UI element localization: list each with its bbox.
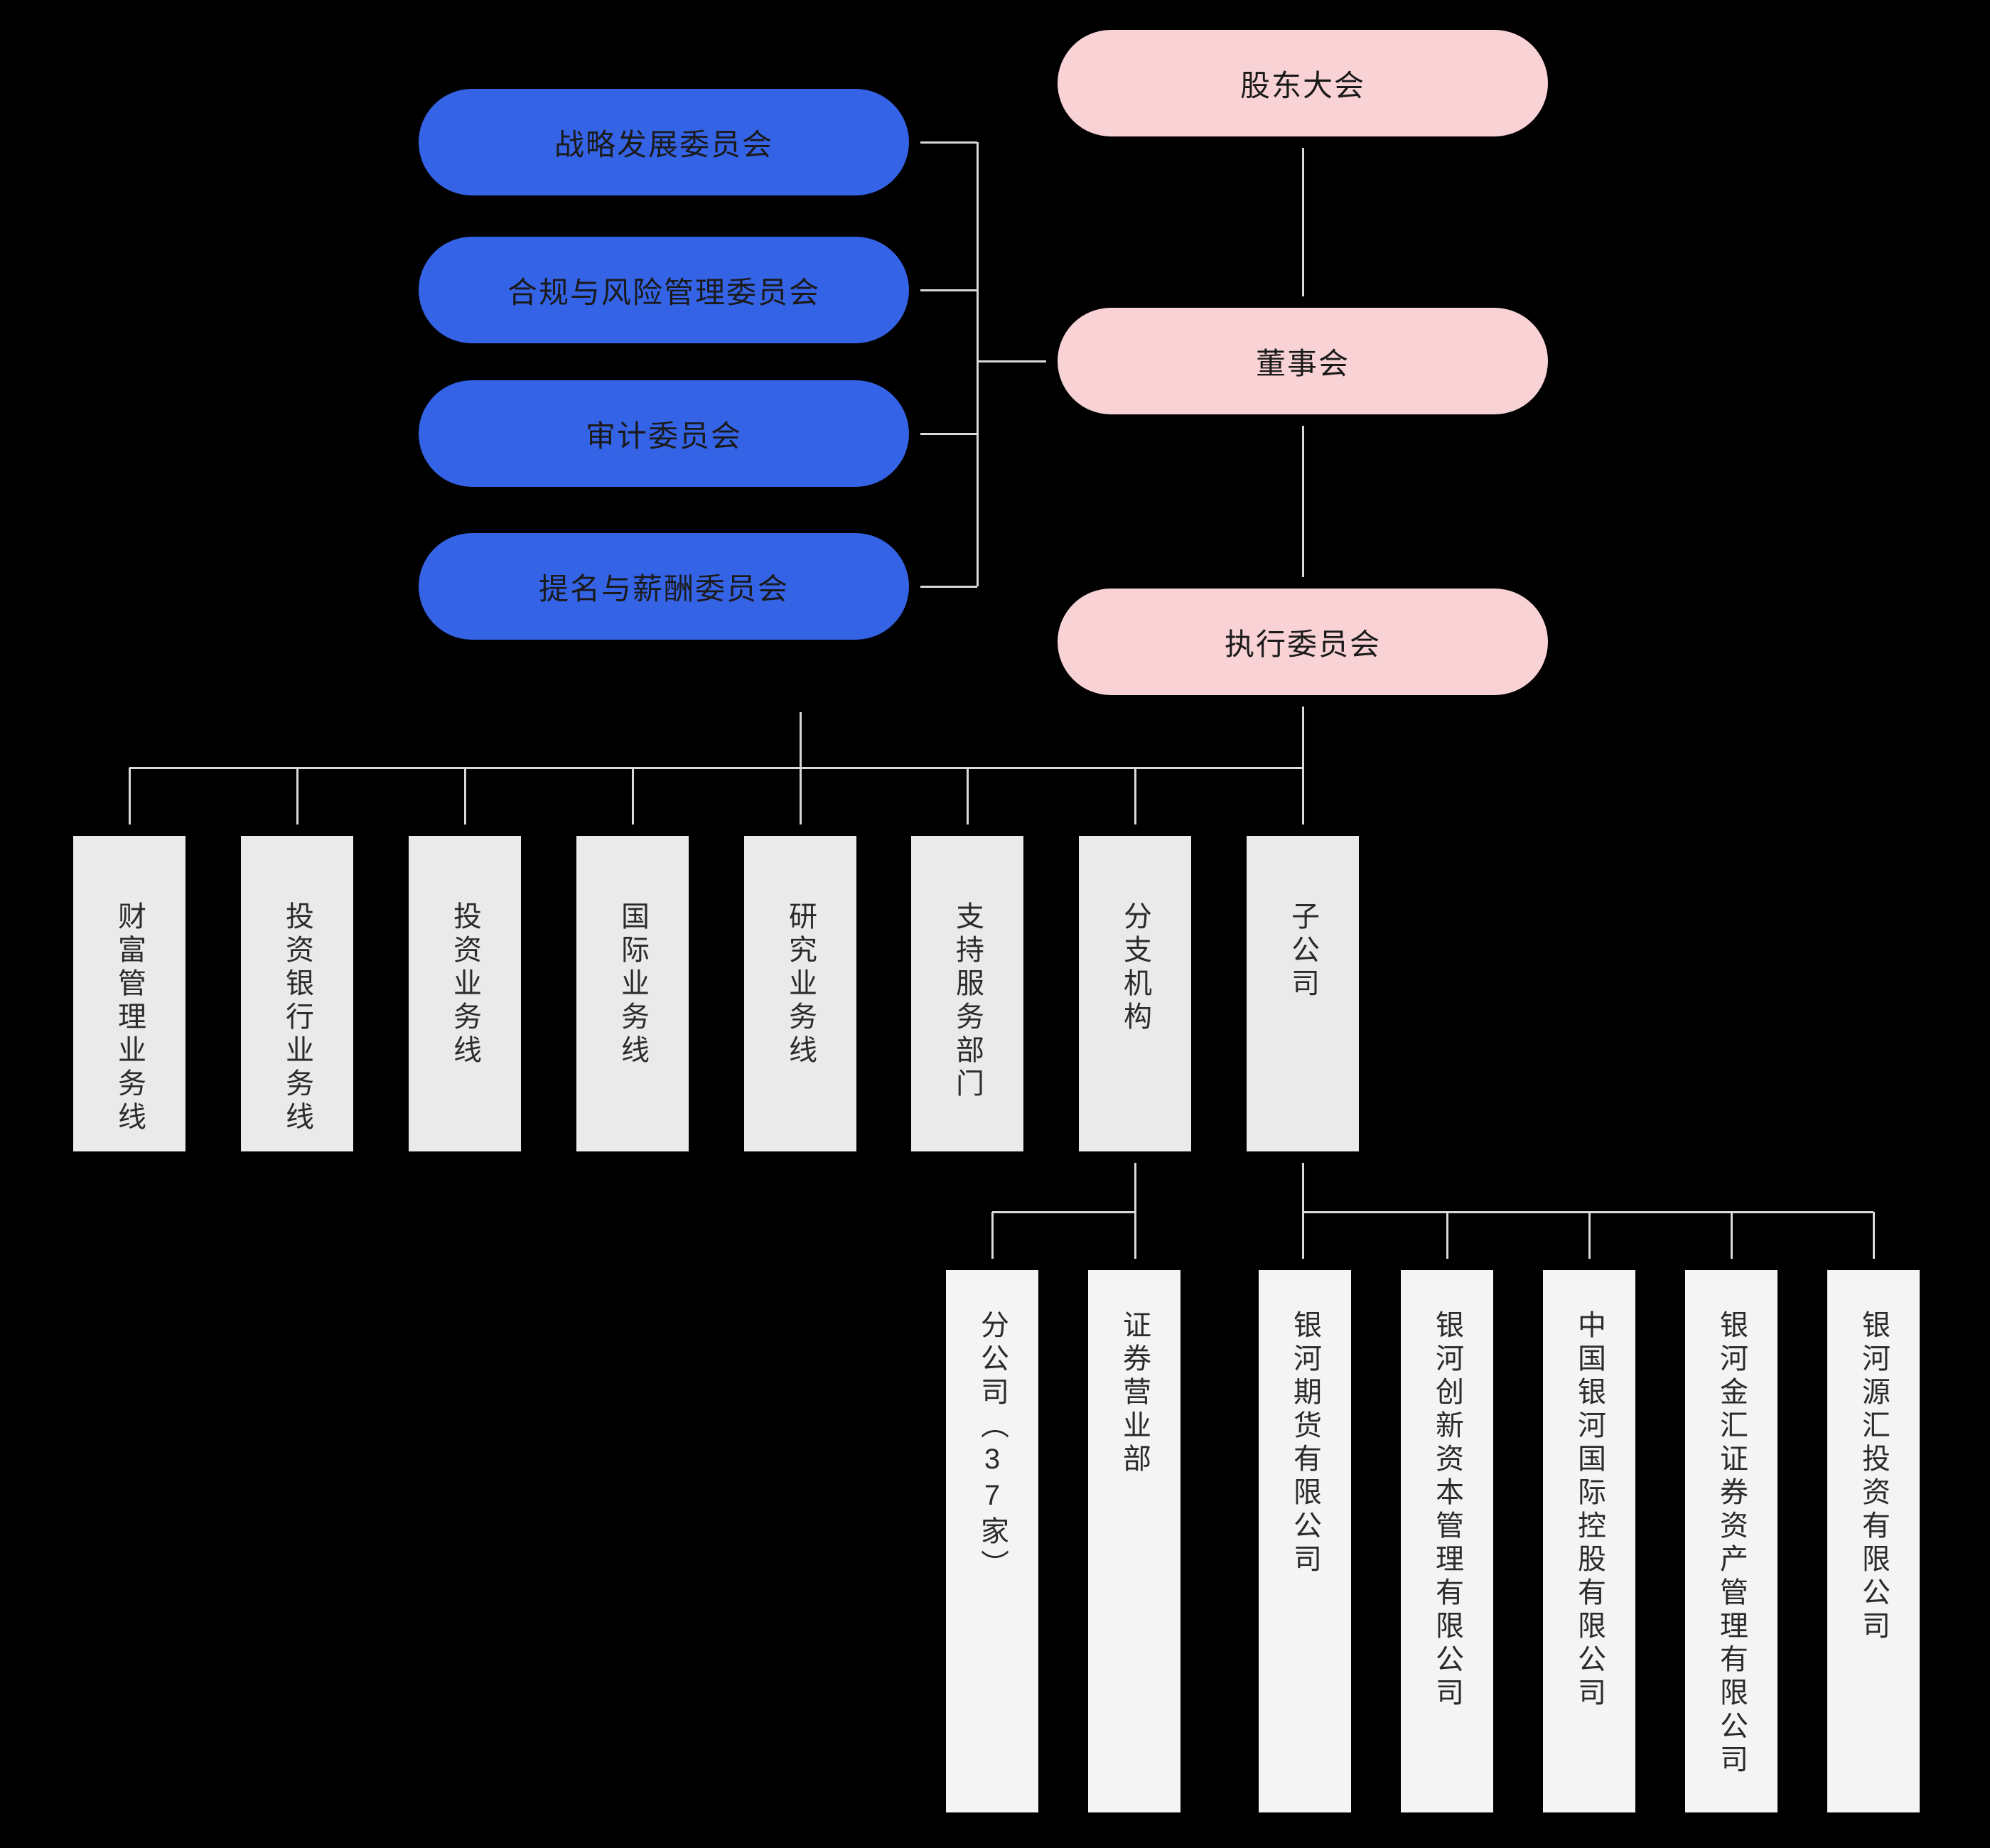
node-label: 战略发展委员会 — [554, 127, 773, 161]
node-label: 银河源汇投资有限公司 — [1858, 1310, 1889, 1644]
connector-spine-to-board — [977, 360, 1046, 362]
node-audit-committee[interactable]: 审计委员会 — [419, 380, 909, 487]
connector-drop-branches — [1134, 768, 1136, 824]
connector-drop-branch-offices — [991, 1212, 994, 1259]
connector-drop-innovation-capital — [1446, 1212, 1448, 1259]
connector-drop-international — [632, 768, 634, 824]
node-label: 董事会 — [1255, 346, 1350, 380]
node-securities-sales-department[interactable]: 证券营业部 — [1088, 1270, 1180, 1812]
connector-shareholders-to-board — [1302, 148, 1304, 296]
node-label: 提名与薪酬委员会 — [538, 571, 789, 606]
node-china-galaxy-international-holdings[interactable]: 中国银河国际控股有限公司 — [1543, 1270, 1635, 1812]
connector-executive-to-rail — [1302, 707, 1304, 824]
connector-drop-jinhui-asset — [1731, 1212, 1733, 1259]
node-support-services[interactable]: 支持服务部门 — [911, 836, 1023, 1151]
connector-audit-committee — [920, 433, 977, 435]
node-label: 证券营业部 — [1119, 1310, 1150, 1477]
node-label: 投资业务线 — [449, 901, 480, 1068]
node-executive-committee[interactable]: 执行委员会 — [1058, 589, 1548, 695]
node-wealth-management-line[interactable]: 财富管理业务线 — [73, 836, 185, 1151]
node-galaxy-yuanhui-investment[interactable]: 银河源汇投资有限公司 — [1827, 1270, 1920, 1812]
node-galaxy-futures[interactable]: 银河期货有限公司 — [1259, 1270, 1351, 1812]
connector-drop-research — [800, 712, 802, 824]
connector-departments-rail — [129, 767, 1303, 769]
node-label: 合规与风险管理委员会 — [507, 275, 820, 309]
node-label: 银河期货有限公司 — [1289, 1310, 1321, 1577]
node-label: 审计委员会 — [585, 419, 742, 453]
node-label: 银河金汇证券资产管理有限公司 — [1716, 1310, 1747, 1778]
connector-subsidiaries-to-children — [1302, 1163, 1304, 1259]
connector-drop-investment-banking — [296, 768, 298, 824]
node-label: 支持服务部门 — [952, 901, 983, 1102]
connector-drop-international-holdings — [1588, 1212, 1591, 1259]
node-label: 中国银河国际控股有限公司 — [1574, 1310, 1605, 1711]
node-label: 股东大会 — [1239, 68, 1365, 102]
connector-branches-rail — [992, 1211, 1135, 1213]
node-board-of-directors[interactable]: 董事会 — [1058, 308, 1548, 414]
connector-drop-investment — [464, 768, 466, 824]
connector-drop-support — [967, 768, 969, 824]
connector-drop-wealth — [129, 768, 131, 824]
node-investment-line[interactable]: 投资业务线 — [409, 836, 521, 1151]
node-branch-institutions[interactable]: 分支机构 — [1079, 836, 1191, 1151]
node-nomination-remuneration-committee[interactable]: 提名与薪酬委员会 — [419, 533, 909, 640]
node-research-line[interactable]: 研究业务线 — [744, 836, 856, 1151]
node-label: 子公司 — [1287, 901, 1318, 1001]
node-label: 研究业务线 — [785, 901, 816, 1068]
connector-strategy-committee — [920, 141, 977, 144]
connector-compliance-committee — [920, 289, 977, 291]
node-label: 投资银行业务线 — [281, 901, 313, 1135]
node-galaxy-jinhui-asset-management[interactable]: 银河金汇证券资产管理有限公司 — [1685, 1270, 1777, 1812]
node-investment-banking-line[interactable]: 投资银行业务线 — [241, 836, 353, 1151]
connector-nomination-committee — [920, 586, 977, 588]
node-galaxy-innovation-capital[interactable]: 银河创新资本管理有限公司 — [1401, 1270, 1493, 1812]
node-label: 银河创新资本管理有限公司 — [1431, 1310, 1463, 1711]
connector-drop-yuanhui-investment — [1873, 1212, 1875, 1259]
node-strategy-development-committee[interactable]: 战略发展委员会 — [419, 89, 909, 195]
node-shareholders-meeting[interactable]: 股东大会 — [1058, 30, 1548, 136]
node-label: 分公司（37家） — [977, 1310, 1008, 1583]
connector-committee-spine — [977, 142, 979, 586]
node-label: 执行委员会 — [1224, 627, 1381, 661]
node-international-line[interactable]: 国际业务线 — [576, 836, 689, 1151]
connector-subsidiaries-rail — [1303, 1211, 1873, 1213]
node-label: 分支机构 — [1119, 901, 1151, 1035]
connector-branches-to-children — [1134, 1163, 1136, 1259]
node-branch-offices-37[interactable]: 分公司（37家） — [946, 1270, 1038, 1812]
node-label: 国际业务线 — [617, 901, 648, 1068]
node-subsidiaries[interactable]: 子公司 — [1247, 836, 1359, 1151]
node-compliance-risk-committee[interactable]: 合规与风险管理委员会 — [419, 237, 909, 343]
node-label: 财富管理业务线 — [114, 901, 145, 1135]
connector-board-to-executive — [1302, 426, 1304, 577]
